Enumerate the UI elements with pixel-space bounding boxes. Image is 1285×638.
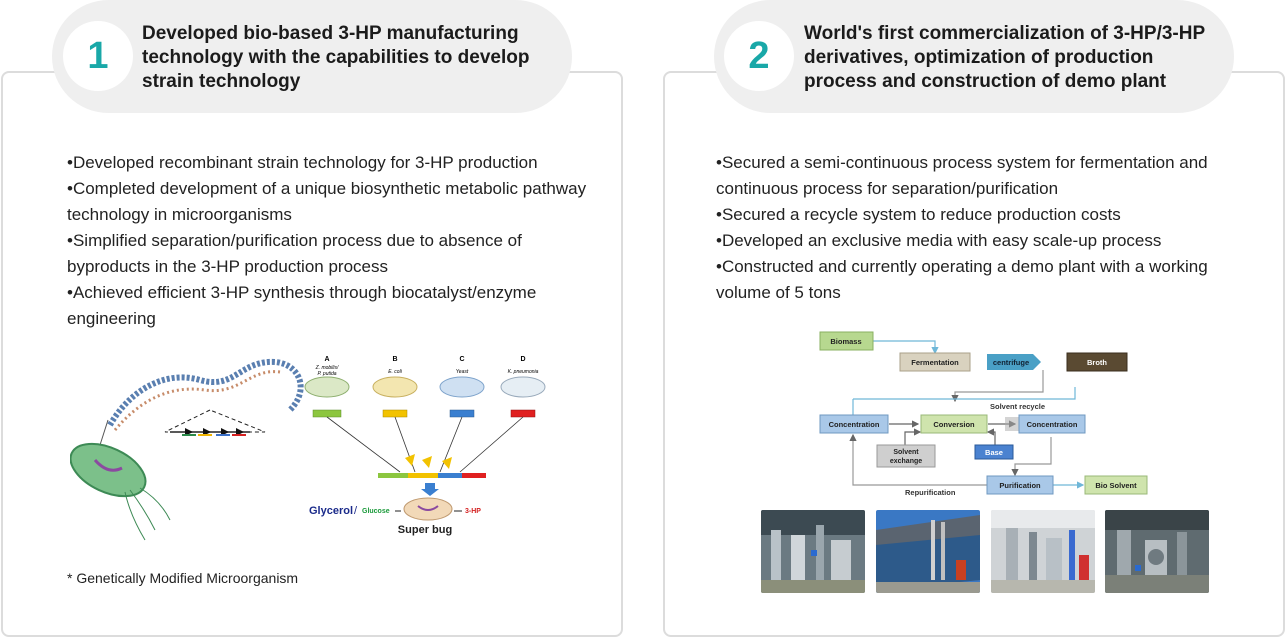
svg-text:B: B	[392, 356, 397, 363]
slash-label: /	[354, 505, 358, 517]
bullet-item: Achieved efficient 3-HP synthesis throug…	[67, 280, 597, 332]
plant-photo-2	[876, 510, 980, 593]
bio-solvent-box	[1084, 475, 1148, 495]
plant-photo-4	[1105, 510, 1209, 593]
svg-text:C: C	[459, 356, 464, 363]
svg-text:Concentration: Concentration	[829, 420, 880, 429]
broth-box	[1066, 352, 1128, 372]
section-1-bullets: Developed recombinant strain technology …	[67, 150, 597, 332]
biomass-box	[819, 331, 874, 351]
svg-text:Z. mobilis/: Z. mobilis/	[315, 365, 339, 371]
svg-text:D: D	[520, 356, 525, 363]
section-1-title: Developed bio-based 3-HP manufacturing t…	[142, 23, 530, 92]
svg-text:A: A	[324, 356, 329, 363]
section-2-header	[714, 0, 1234, 113]
svg-text:centrifuge: centrifuge	[993, 358, 1029, 367]
purification-box	[986, 475, 1054, 495]
solvent-recycle-label: Solvent recycle	[990, 402, 1045, 411]
organism-a: A Z. mobilis/ P. putida	[304, 356, 350, 418]
glycerol-label: Glycerol	[309, 505, 353, 517]
svg-text:Concentration: Concentration	[1027, 420, 1078, 429]
svg-text:Fermentation: Fermentation	[911, 358, 959, 367]
svg-text:Base: Base	[985, 448, 1003, 457]
bullet-item: Simplified separation/purification proce…	[67, 228, 597, 280]
organism-d: D K. pneumonia	[500, 356, 546, 418]
repurification-label: Repurification	[905, 488, 956, 497]
bullet-item: Completed development of a unique biosyn…	[67, 176, 597, 228]
svg-text:Purification: Purification	[999, 481, 1041, 490]
svg-text:Conversion: Conversion	[933, 420, 975, 429]
plant-photo-1	[761, 510, 865, 593]
svg-text:K. pneumonia: K. pneumonia	[508, 369, 539, 375]
svg-text:exchange: exchange	[890, 458, 922, 465]
svg-text:Biomass: Biomass	[830, 337, 861, 346]
bullet-item: Secured a semi-continuous process system…	[716, 150, 1226, 202]
fermentation-box	[899, 352, 971, 372]
organism-c: C Yeast	[439, 356, 485, 418]
superbug-label: Super bug	[398, 524, 452, 536]
section-2-title: World's first commercialization of 3-HP/…	[804, 23, 1206, 92]
svg-text:Solvent: Solvent	[893, 449, 919, 456]
svg-text:P. putida: P. putida	[317, 371, 336, 377]
dna-helix	[107, 358, 304, 427]
bullet-item: Developed recombinant strain technology …	[67, 150, 597, 176]
section-2-bullets: Secured a semi-continuous process system…	[716, 150, 1226, 306]
section-1-header	[52, 0, 572, 113]
footnote: * Genetically Modified Microorganism	[67, 570, 299, 586]
concentration-left-box	[819, 414, 889, 434]
plant-photo-3	[991, 510, 1095, 593]
organism-b: B E. coli	[372, 356, 418, 418]
bullet-item: Constructed and currently operating a de…	[716, 254, 1226, 306]
strain-illustration: A Z. mobilis/ P. putida B E. coli C Yeas…	[70, 356, 546, 541]
svg-text:Broth: Broth	[1087, 358, 1107, 367]
section-2-number: 2	[724, 21, 794, 91]
concentration-right-box	[1018, 414, 1086, 434]
svg-text:E. coli: E. coli	[388, 369, 403, 375]
base-box	[974, 444, 1014, 460]
solvent-exchange-box	[876, 444, 936, 468]
glucose-label: Glucose	[362, 508, 390, 515]
svg-text:Yeast: Yeast	[456, 369, 469, 375]
section-1-number: 1	[63, 21, 133, 91]
process-flow-diagram: Biomass Fermentation centrifuge Broth So…	[819, 331, 1148, 497]
bullet-item: Secured a recycle system to reduce produ…	[716, 202, 1226, 228]
product-label: 3-HP	[465, 508, 481, 515]
svg-text:Bio Solvent: Bio Solvent	[1095, 481, 1137, 490]
bullet-item: Developed an exclusive media with easy s…	[716, 228, 1226, 254]
conversion-box	[920, 414, 988, 434]
centrifuge-arrow	[987, 354, 1041, 370]
